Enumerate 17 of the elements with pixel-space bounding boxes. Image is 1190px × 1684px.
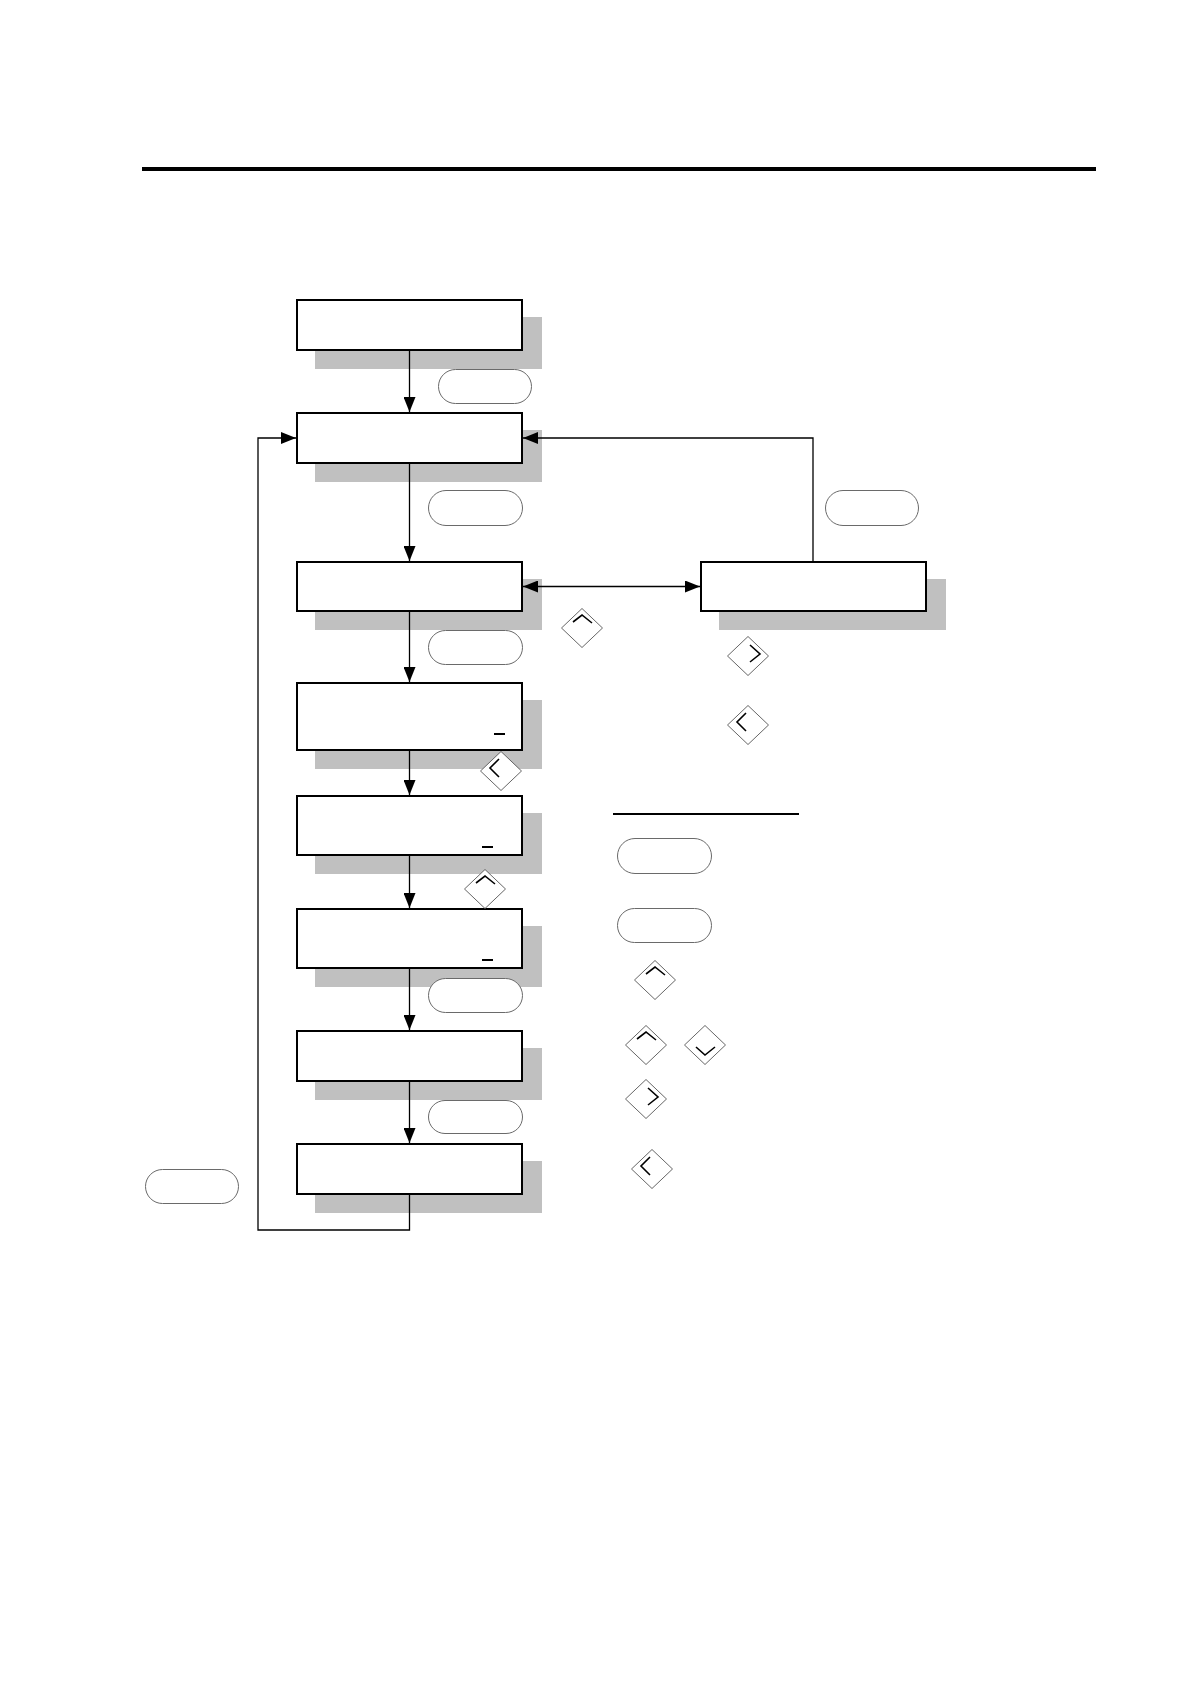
process-box bbox=[700, 561, 927, 612]
process-box bbox=[296, 299, 523, 351]
process-box bbox=[296, 1143, 523, 1195]
arrow bbox=[403, 611, 416, 683]
arrow bbox=[522, 580, 701, 593]
arrow bbox=[522, 432, 814, 562]
process-box bbox=[296, 561, 523, 612]
process-box bbox=[296, 1030, 523, 1082]
arrow bbox=[257, 432, 411, 1231]
process-box bbox=[296, 412, 523, 464]
arrow bbox=[403, 1081, 416, 1144]
arrow bbox=[403, 855, 416, 909]
process-box bbox=[296, 795, 523, 856]
arrow bbox=[403, 968, 416, 1031]
arrow bbox=[403, 350, 416, 413]
arrow bbox=[403, 750, 416, 796]
arrow bbox=[403, 463, 416, 562]
